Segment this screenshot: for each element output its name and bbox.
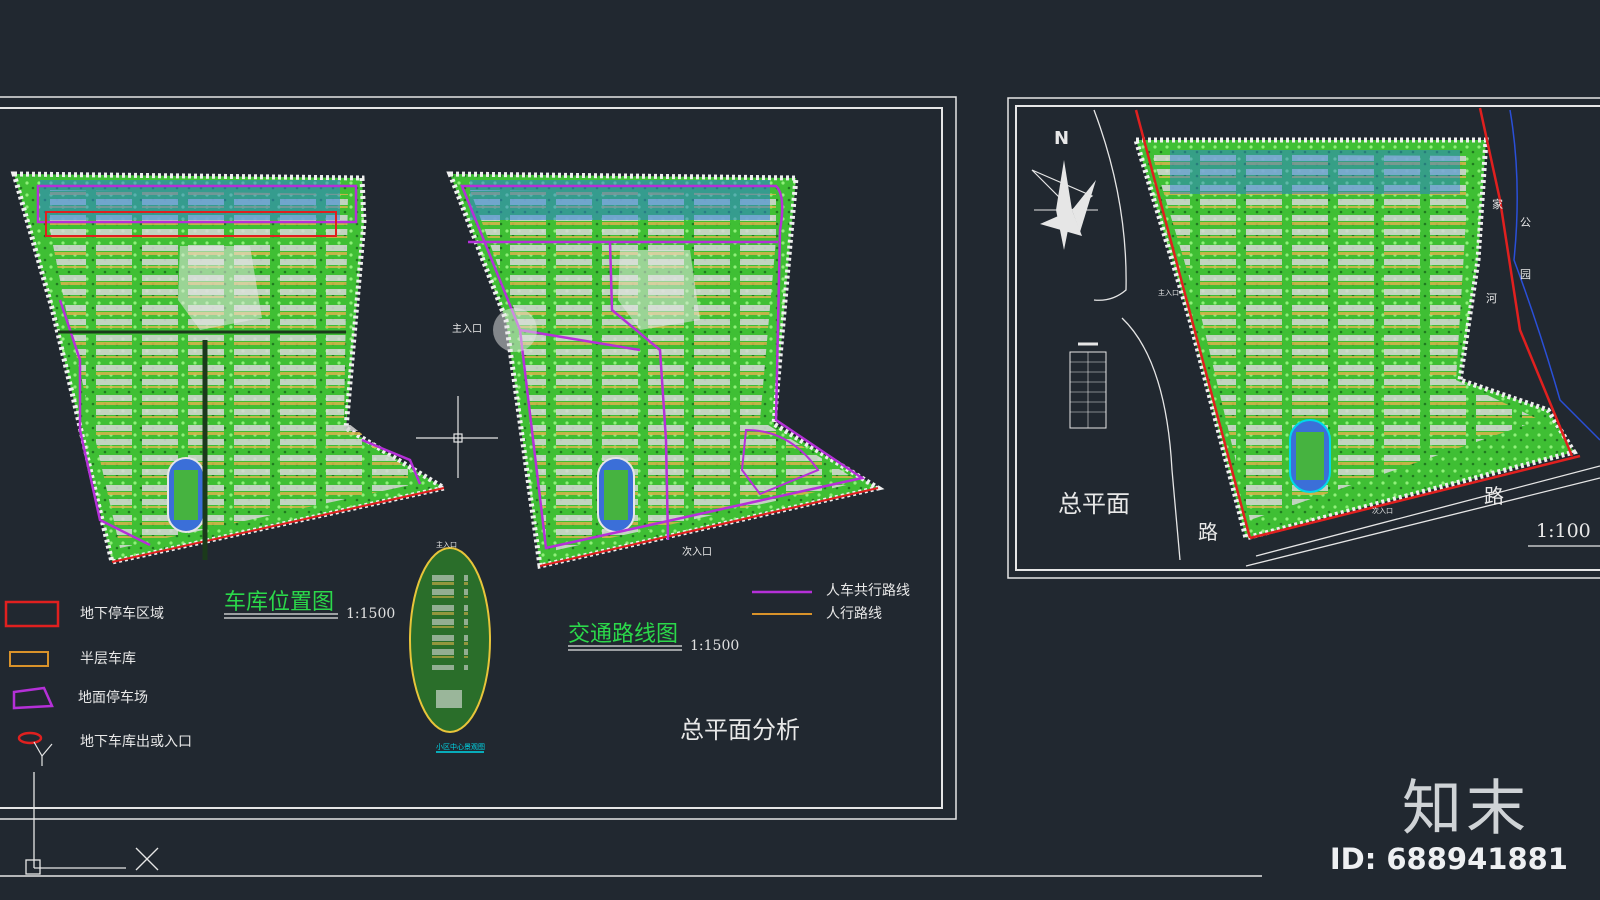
legend-symbols: [4, 590, 812, 766]
master-main-entrance: 主入口: [1158, 289, 1179, 297]
legend-half-level-garage: 半层车库: [80, 651, 136, 667]
watermark-logo: 知末: [1402, 774, 1530, 844]
road-label-left: 路: [1198, 520, 1218, 544]
master-plan-scale: 1:100: [1536, 520, 1591, 542]
crosshair-cursor[interactable]: [416, 396, 498, 478]
site-plan-traffic[interactable]: [446, 171, 885, 570]
traffic-plan-scale: 1:1500: [690, 638, 740, 654]
traffic-secondary-entrance-label: 次入口: [682, 547, 712, 558]
master-plan[interactable]: [1069, 107, 1600, 567]
sheet1-frame: [0, 96, 957, 820]
ucs-icon: [25, 772, 159, 875]
central-landscape-detail[interactable]: [409, 547, 491, 753]
traffic-plan-title: 交通路线图: [568, 622, 679, 647]
legend-underground-parking: 地下停车区域: [80, 606, 164, 622]
traffic-main-entrance-label: 主入口: [452, 324, 482, 335]
master-plan-title: 总平面: [1058, 490, 1130, 518]
title-underlines: [224, 613, 682, 651]
sheet1-title: 总平面分析: [680, 716, 800, 744]
watermark-id: ID: 688941881: [1329, 842, 1568, 876]
site-plan-garage[interactable]: [10, 171, 451, 565]
north-label: N: [1054, 128, 1070, 149]
river-label-4: 河: [1486, 292, 1497, 305]
road-label-right: 路: [1484, 484, 1504, 508]
detail-caption: 小区中心景观图: [436, 743, 485, 751]
legend-surface-parking: 地面停车场: [78, 690, 148, 706]
garage-plan-title: 车库位置图: [224, 590, 335, 615]
north-arrow-icon: [1031, 160, 1098, 250]
detail-top-label: 主入口: [436, 541, 457, 549]
river-label-1: 家: [1492, 198, 1503, 211]
garage-plan-scale: 1:1500: [346, 606, 396, 622]
river-label-3: 园: [1520, 268, 1531, 281]
sheet2-frame: [1007, 97, 1600, 579]
master-secondary-entrance: 次入口: [1372, 507, 1393, 515]
legend-pedestrian-route: 人行路线: [826, 606, 882, 622]
legend-garage-entrance: 地下车库出或入口: [80, 734, 192, 750]
legend-shared-route: 人车共行路线: [826, 583, 910, 599]
river-label-2: 公: [1520, 216, 1531, 229]
